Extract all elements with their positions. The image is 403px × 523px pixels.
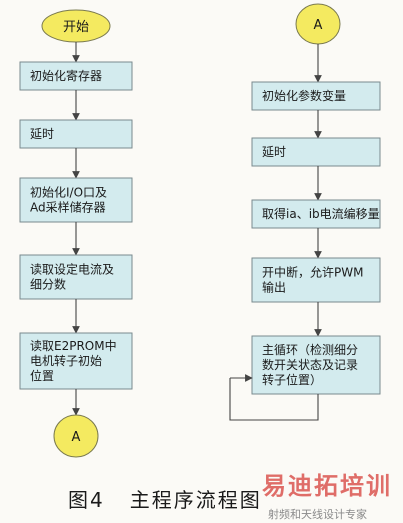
read-eeprom-box-text-3: 位置: [30, 368, 54, 383]
connector-a-bottom-label: A: [72, 430, 81, 445]
read-current-box-text-2: 细分数: [30, 277, 66, 292]
init-registers-box: [19, 61, 133, 91]
read-current-box: [19, 254, 133, 300]
main-loop-box: [251, 335, 381, 395]
figure-caption: 图4 主程序流程图: [68, 488, 262, 512]
offset-current-box-text-1: 取得ia、ib电流编移量: [262, 206, 380, 221]
delay-box-right: [251, 137, 381, 167]
init-io-box: [19, 177, 133, 223]
read-eeprom-box-text-2: 电机转子初始: [30, 353, 102, 368]
main-loop-feedback-line: [229, 378, 319, 421]
main-loop-box-text-1: 主循环（检测细分: [262, 342, 358, 357]
watermark-logo: 易迪拓培训: [262, 472, 392, 500]
init-io-box-text-2: Ad采样储存器: [30, 200, 106, 215]
connector-a-top-label: A: [314, 18, 323, 33]
enable-interrupt-box-text-2: 输出: [262, 280, 286, 295]
read-eeprom-box-text-1: 读取E2PROM中: [30, 338, 117, 353]
start-terminal-label: 开始: [63, 20, 89, 35]
init-registers-box-text-1: 初始化寄存器: [30, 68, 102, 83]
enable-interrupt-box: [251, 257, 381, 303]
init-params-box-text-1: 初始化参数变量: [262, 88, 346, 103]
read-eeprom-box: [19, 332, 133, 390]
main-loop-box-text-3: 转子位置）: [262, 372, 322, 387]
enable-interrupt-box-text-1: 开中断，允许PWM: [262, 265, 363, 280]
init-params-box: [251, 81, 381, 111]
offset-current-box: [251, 199, 381, 229]
connector-a-bottom: [53, 414, 99, 458]
read-current-box-text-1: 读取设定电流及: [30, 262, 114, 277]
watermark-subtitle: 射频和天线设计专家: [268, 508, 367, 521]
delay-box-right-text-1: 延时: [262, 145, 286, 159]
init-io-box-text-1: 初始化I/O口及: [30, 186, 107, 200]
main-loop-box-text-2: 数开关状态及记录: [262, 357, 358, 372]
delay-box-left-text-1: 延时: [30, 127, 54, 141]
